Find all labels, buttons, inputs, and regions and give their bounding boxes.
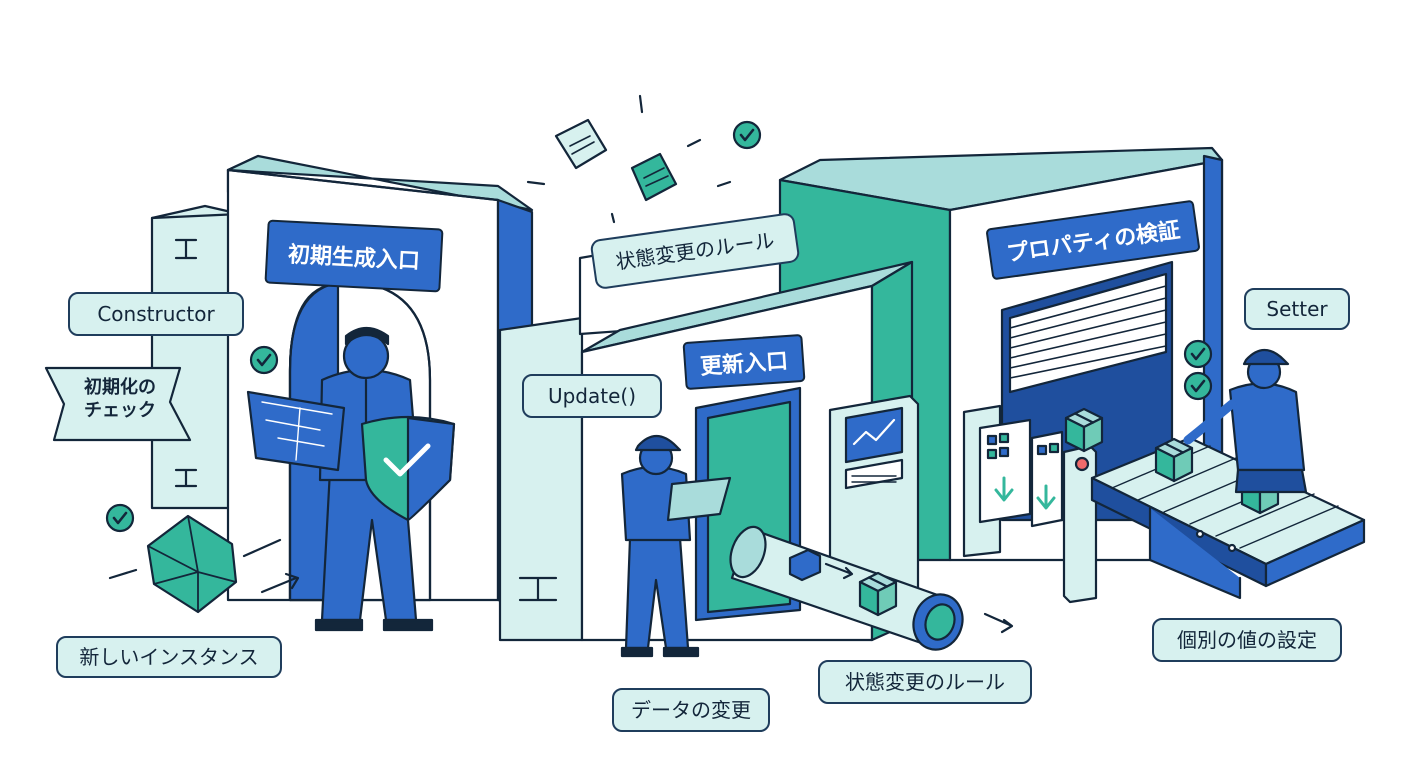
package-icon: [1154, 437, 1194, 483]
middle-left-wall: [498, 316, 584, 642]
check-icon: [1183, 339, 1213, 369]
state-rule-bottom-label: 状態変更のルール: [818, 660, 1032, 704]
initial-entrance-header: 初期生成入口: [264, 219, 444, 293]
polyhedron-icon: [108, 514, 300, 614]
check-icon: [732, 120, 762, 150]
constructor-label: Constructor: [68, 292, 244, 336]
package-icon: [1064, 407, 1104, 453]
check-icon: [105, 503, 135, 533]
setter-label: Setter: [1244, 288, 1350, 330]
left-back-wall: [150, 204, 242, 510]
data-change-label: データの変更: [612, 688, 770, 732]
conveyor: [1064, 407, 1366, 600]
individual-value-label: 個別の値の設定: [1152, 618, 1342, 662]
worker-updater: [620, 434, 732, 658]
new-instance-label: 新しいインスタンス: [56, 636, 282, 678]
floating-packages: [526, 94, 732, 224]
init-check-label: 初期化の チェック: [62, 376, 178, 436]
validation-gate-panels: [962, 404, 1098, 604]
check-icon: [249, 345, 279, 375]
init-check-ribbon-shape: [44, 366, 192, 442]
arrow-down-icon: [994, 476, 1014, 502]
data-pipe: [729, 525, 1014, 651]
package-icon: [858, 571, 898, 617]
worker-setter: [1183, 348, 1308, 494]
kiosk: [828, 394, 920, 602]
update-entrance-header: 更新入口: [682, 333, 806, 391]
worker-architect: [246, 326, 456, 632]
update-label: Update(): [522, 374, 662, 418]
shield-check-icon: [383, 443, 431, 477]
init-check-line-1: 初期化の: [84, 377, 156, 398]
check-icon: [1183, 371, 1213, 401]
init-check-line-2: チェック: [84, 400, 156, 422]
